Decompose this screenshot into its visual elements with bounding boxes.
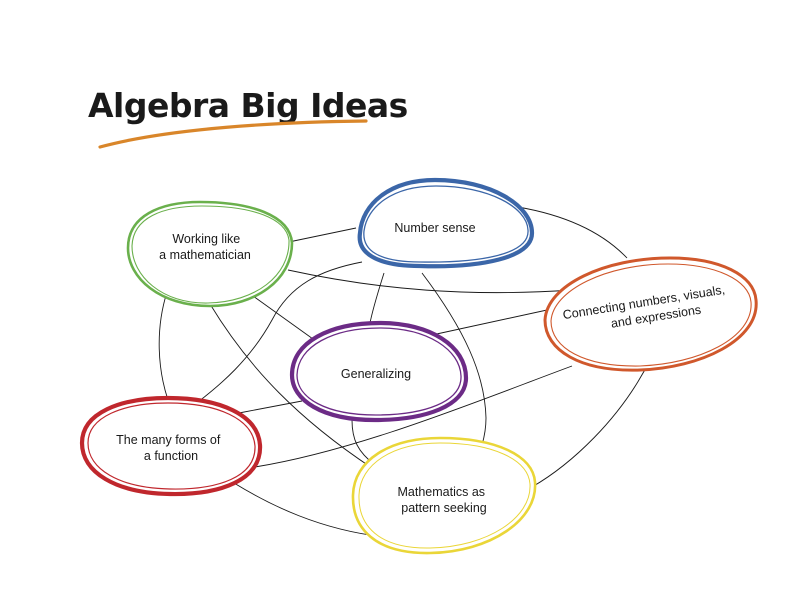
node-label-generalizing: Generalizing [341,367,411,381]
node-working-like-a-mathematician: Working like a mathematician [126,200,294,308]
node-label-line: Mathematics as [397,485,485,499]
node-label-working: Working like a mathematician [159,232,251,262]
node-label-line: The many forms of [116,433,221,447]
edge-connecting-patterns [531,359,651,488]
edge-forms-patterns [233,482,386,538]
node-label-line: Number sense [394,221,475,235]
edge-generalizing-forms [238,400,303,414]
edge-number-connecting [517,206,628,259]
edge-number-patterns [421,272,487,446]
node-label-line: pattern seeking [401,501,487,515]
node-mathematics-as-pattern-seeking: Mathematics as pattern seeking [351,436,537,555]
node-label-line: Generalizing [341,367,411,381]
edge-working-generalizing [252,295,321,345]
edge-number-forms [197,261,363,403]
edge-working-connecting [287,269,573,294]
edge-connecting-forms [254,365,573,468]
node-label-line: Working like [172,232,240,246]
page-title: Algebra Big Ideas [88,86,408,125]
node-label-number: Number sense [394,221,475,235]
node-label-forms: The many forms of a function [116,433,224,463]
node-generalizing: Generalizing [289,320,469,423]
node-many-forms-of-a-function: The many forms of a function [79,395,263,497]
node-label-line: a function [144,449,198,463]
title-underline [98,119,368,149]
edge-working-number [283,227,357,244]
node-number-sense: Number sense [357,177,535,269]
edge-working-forms [158,291,169,401]
node-connecting-numbers: Connecting numbers, visuals, and express… [543,256,758,372]
edge-working-patterns [209,303,373,469]
node-label-patterns: Mathematics as pattern seeking [397,485,488,515]
edge-number-generalizing [369,272,385,324]
node-label-line: a mathematician [159,248,251,262]
